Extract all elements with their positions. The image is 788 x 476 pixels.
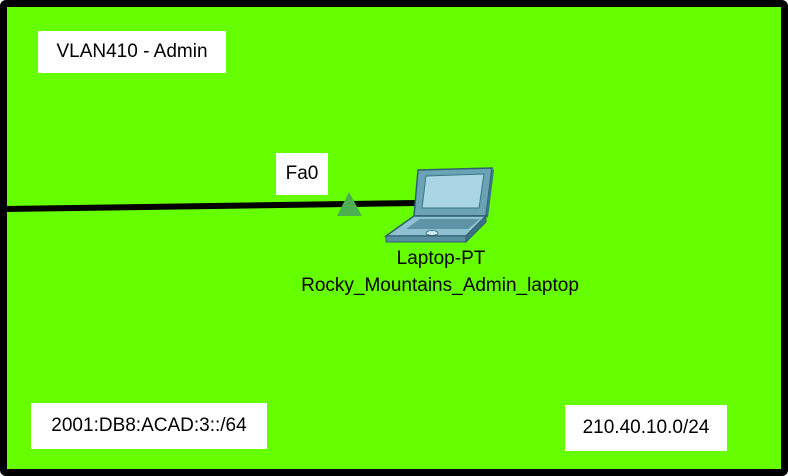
laptop-base-side — [465, 214, 487, 244]
laptop-icon[interactable] — [382, 166, 494, 246]
device-hostname-label[interactable]: Rocky_Mountains_Admin_laptop — [301, 275, 579, 296]
laptop-screen-shade — [486, 168, 494, 218]
laptop-touchpad — [425, 230, 439, 236]
device-type-label: Laptop-PT — [396, 248, 486, 269]
port-label: Fa0 — [276, 153, 328, 195]
ipv4-network-label: 210.40.10.0/24 — [565, 405, 727, 451]
vlan-label: VLAN410 - Admin — [38, 31, 226, 73]
link-status-triangle — [337, 192, 362, 216]
laptop-keyboard — [406, 219, 480, 229]
laptop-base-front — [385, 235, 467, 243]
ipv6-network-label: 2001:DB8:ACAD:3::/64 — [31, 403, 267, 449]
laptop-screen-display — [421, 173, 485, 209]
